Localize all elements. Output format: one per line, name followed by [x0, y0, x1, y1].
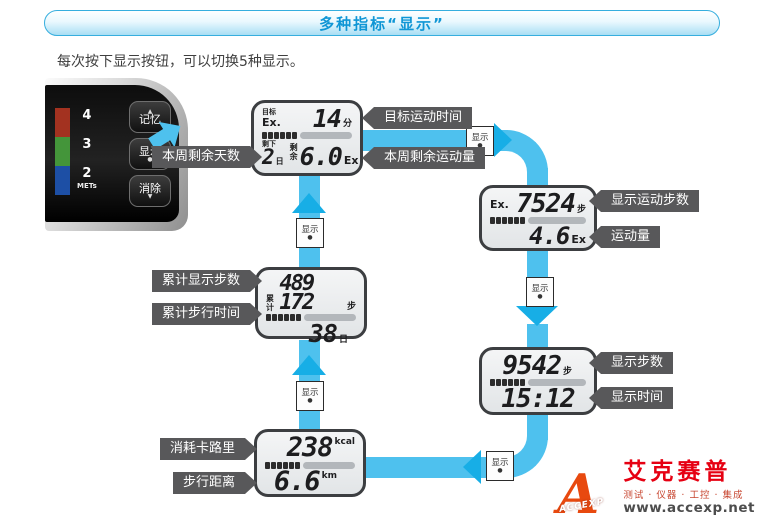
- memory-button-label: 记忆: [139, 113, 161, 126]
- tag-total-steps: 累计显示步数: [152, 270, 263, 292]
- lcd-progress-bar: [262, 131, 352, 139]
- lcd-label-ex: Ex.: [490, 197, 509, 211]
- display-marker-label: 显示: [301, 224, 319, 235]
- lcd-value-ex-steps: 7524: [516, 189, 576, 219]
- arrow-down-icon: [516, 306, 558, 326]
- accexp-logo: A ACCEXP 艾克赛普 测试 · 仪器 · 工控 · 集成 www.acce…: [557, 458, 755, 518]
- flow-band-s4-down: [527, 414, 548, 440]
- intro-text: 每次按下显示按钮，可以切换5种显示。: [57, 54, 304, 70]
- flow-band-into-s2: [527, 168, 548, 188]
- lcd-label-target: 目标: [262, 107, 276, 116]
- display-marker-label: 显示: [491, 457, 509, 468]
- display-button-marker-5: 显示 ●: [296, 218, 324, 248]
- display-marker-label: 显示: [531, 283, 549, 294]
- logo-url: www.accexp.net: [623, 499, 755, 516]
- lcd-unit-kcal: kcal: [334, 437, 355, 447]
- clear-button-label: 消除: [139, 182, 161, 195]
- mets-4: 4: [82, 108, 92, 123]
- tag-week-ex-left: 本周剩余运动量: [361, 147, 486, 169]
- lcd-screen-exercise: Ex. 7524 步 4.6 Ex: [479, 185, 597, 251]
- dot-icon: ●: [477, 142, 483, 150]
- lcd-unit-steps: 步: [576, 205, 586, 216]
- logo-a-letter: A: [557, 462, 600, 518]
- arrow-left-icon: [463, 450, 481, 484]
- logo-monogram: A ACCEXP: [557, 462, 619, 518]
- mets-scale-numbers: 4 3 2 METs: [77, 101, 97, 190]
- lcd-screen-calories: 238 kcal 6.6 km: [254, 429, 366, 497]
- lcd-unit-day: 日: [338, 334, 348, 345]
- lcd-value-time: 15:12: [501, 384, 575, 415]
- lcd-value-calories: 238: [286, 432, 334, 463]
- display-button-marker-2: 显示 ●: [526, 277, 554, 307]
- lcd-value-total-steps: 489 172: [279, 271, 315, 315]
- title-banner: 多种指标“显示”: [44, 10, 720, 36]
- lcd-label-remaining-days: 剩下: [262, 140, 276, 149]
- up-triangle-icon: ▲: [147, 108, 153, 115]
- mets-blue-segment: [55, 166, 70, 195]
- lcd-screen-steps-time: 9542 步 15:12: [479, 347, 597, 415]
- lcd-value-steps: 9542: [502, 351, 562, 381]
- tag-calories: 消耗卡路里: [160, 438, 258, 460]
- lcd-unit-steps: 步: [562, 367, 572, 378]
- tag-total-days: 累计步行时间: [152, 303, 263, 325]
- logo-company-name: 艾克赛普: [623, 458, 732, 485]
- clear-button: 消除 ▼: [129, 175, 171, 207]
- dot-icon: ●: [497, 467, 503, 475]
- mets-3: 3: [82, 137, 92, 152]
- display-button-label: 显示: [139, 145, 161, 158]
- tag-time: 显示时间: [588, 387, 674, 409]
- lcd-progress-bar: [266, 314, 356, 322]
- display-marker-label: 显示: [301, 387, 319, 398]
- lcd-unit-steps: 步: [346, 302, 356, 313]
- down-triangle-icon: ▼: [147, 193, 153, 200]
- lcd-screen-total: 累计 489 172 步 38 日: [255, 267, 367, 347]
- display-button-marker-3: 显示 ●: [486, 451, 514, 481]
- lcd-screen-target: 目标 Ex. 14 分 剩下 2 日 剩余 6.0 Ex: [251, 100, 363, 176]
- dot-icon: ●: [307, 397, 313, 405]
- mets-2: 2: [82, 166, 92, 181]
- arrow-up-icon-lower: [292, 355, 326, 375]
- lcd-label-remaining: 剩余: [289, 143, 298, 162]
- tag-ex-steps: 显示运动步数: [588, 190, 700, 212]
- flow-elbow-top-right: [506, 130, 548, 172]
- lcd-unit-day: 日: [275, 157, 284, 166]
- lcd-progress-bar: [490, 217, 586, 225]
- lcd-unit-km: km: [321, 470, 337, 481]
- device-button-column: ▲ 记忆 显示 ● 消除 ▼: [129, 101, 171, 212]
- tag-steps: 显示步数: [588, 352, 674, 374]
- logo-slogan: 测试 · 仪器 · 工控 · 集成: [623, 489, 744, 501]
- dot-icon: ●: [147, 156, 153, 163]
- lcd-progress-bar: [265, 461, 355, 469]
- tag-distance: 步行距离: [173, 472, 258, 494]
- arrow-up-icon-upper: [292, 193, 326, 213]
- lcd-unit-min: 分: [342, 119, 352, 130]
- tag-week-days-left: 本周剩余天数: [152, 146, 263, 168]
- lcd-value-days: 2: [262, 145, 275, 170]
- flow-band-into-s4: [527, 324, 548, 348]
- mets-red-segment: [55, 108, 70, 137]
- tag-target-time: 目标运动时间: [361, 107, 473, 129]
- mets-green-segment: [55, 137, 70, 166]
- dot-icon: ●: [307, 234, 313, 242]
- lcd-value-total-days: 38: [308, 319, 338, 349]
- mets-unit-label: METs: [77, 182, 97, 190]
- display-button-marker-4: 显示 ●: [296, 381, 324, 411]
- mets-color-scale: [55, 108, 70, 195]
- lcd-value-distance: 6.6: [273, 465, 321, 497]
- lcd-value-target-minutes: 14: [312, 104, 342, 133]
- lcd-value-ex-amount: 4.6: [529, 222, 570, 251]
- lcd-unit-ex: Ex: [343, 154, 359, 167]
- page-title: 多种指标“显示”: [319, 14, 445, 33]
- dot-icon: ●: [537, 293, 543, 301]
- lcd-progress-bar: [490, 379, 586, 387]
- lcd-value-remaining-ex: 6.0: [299, 141, 343, 171]
- lcd-label-ex: Ex.: [262, 116, 281, 130]
- tag-ex-amount: 运动量: [588, 226, 661, 248]
- lcd-label-total: 累计: [266, 293, 274, 312]
- display-marker-label: 显示: [471, 132, 489, 143]
- lcd-unit-ex: Ex: [571, 233, 586, 247]
